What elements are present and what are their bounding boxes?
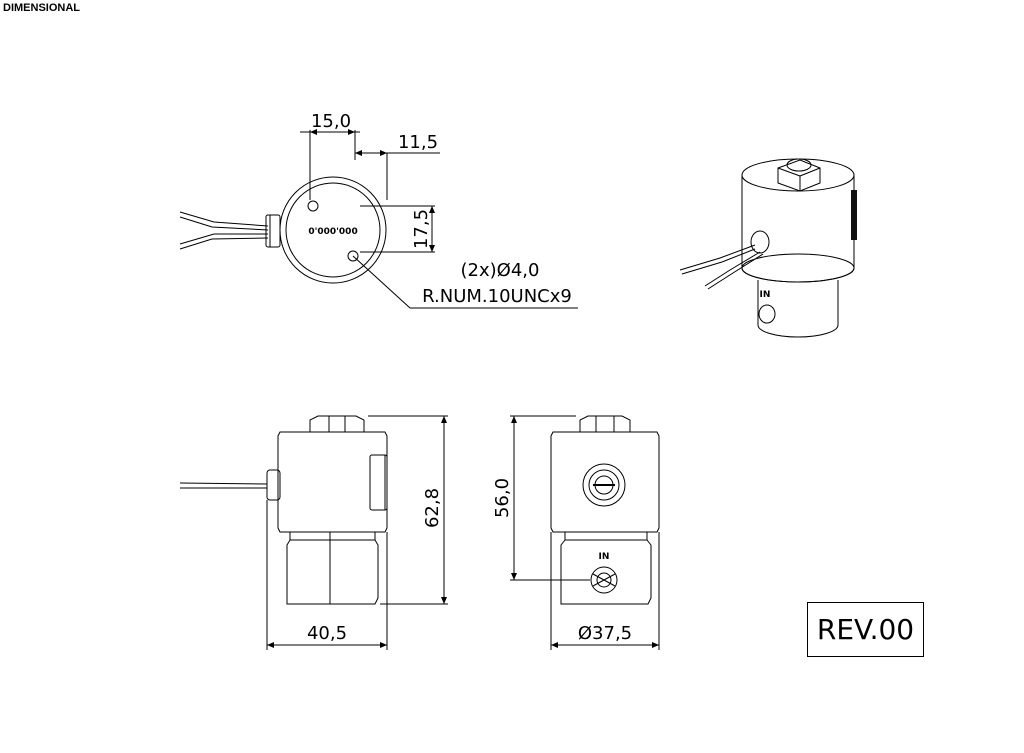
side-coil-body — [277, 431, 388, 533]
top-view: 000'000'0 15,0 11,5 17,5 (2x)Ø4,0 R.NUM.… — [179, 111, 578, 309]
top-view-hole-2 — [347, 250, 359, 262]
revision-label: REV.00 — [816, 613, 915, 646]
top-view-grommet — [265, 214, 281, 248]
top-view-coil-inner — [285, 182, 381, 278]
front-view: IN 56,0 Ø37,5 — [492, 415, 660, 650]
dim-top-height: 17,5 — [411, 209, 432, 249]
top-view-wires — [179, 211, 269, 250]
iso-base — [757, 280, 839, 338]
thread-callout: R.NUM.10UNCx9 — [422, 286, 572, 307]
top-view-body-marking: 000'000'0 — [308, 227, 357, 237]
front-grommet-outer — [582, 463, 626, 507]
page-title: DIMENSIONAL — [3, 2, 80, 14]
iso-view: IN — [679, 158, 857, 338]
dim-top-width: 15,0 — [311, 111, 351, 132]
side-view: 62,8 40,5 — [179, 415, 448, 650]
front-port-label: IN — [599, 552, 610, 562]
dim-side-height: 62,8 — [422, 488, 443, 528]
front-nut — [579, 415, 631, 432]
hole-callout: (2x)Ø4,0 — [461, 260, 540, 281]
front-coil-body — [550, 431, 660, 533]
front-base — [560, 532, 652, 605]
front-inlet-port — [590, 566, 618, 594]
iso-port — [758, 304, 776, 324]
iso-nut — [777, 159, 821, 192]
dim-front-height: 56,0 — [492, 478, 513, 518]
dim-front-diameter: Ø37,5 — [578, 623, 632, 644]
dim-top-offset: 11,5 — [398, 132, 438, 153]
iso-grommet — [750, 230, 770, 254]
iso-port-label: IN — [760, 290, 771, 300]
side-grommet — [266, 469, 281, 501]
side-nut — [309, 415, 365, 432]
revision-box: REV.00 — [807, 602, 924, 657]
side-base — [286, 532, 379, 605]
top-view-hole-1 — [307, 200, 319, 212]
dim-side-width: 40,5 — [307, 623, 347, 644]
top-view-coil-outer — [279, 176, 387, 284]
